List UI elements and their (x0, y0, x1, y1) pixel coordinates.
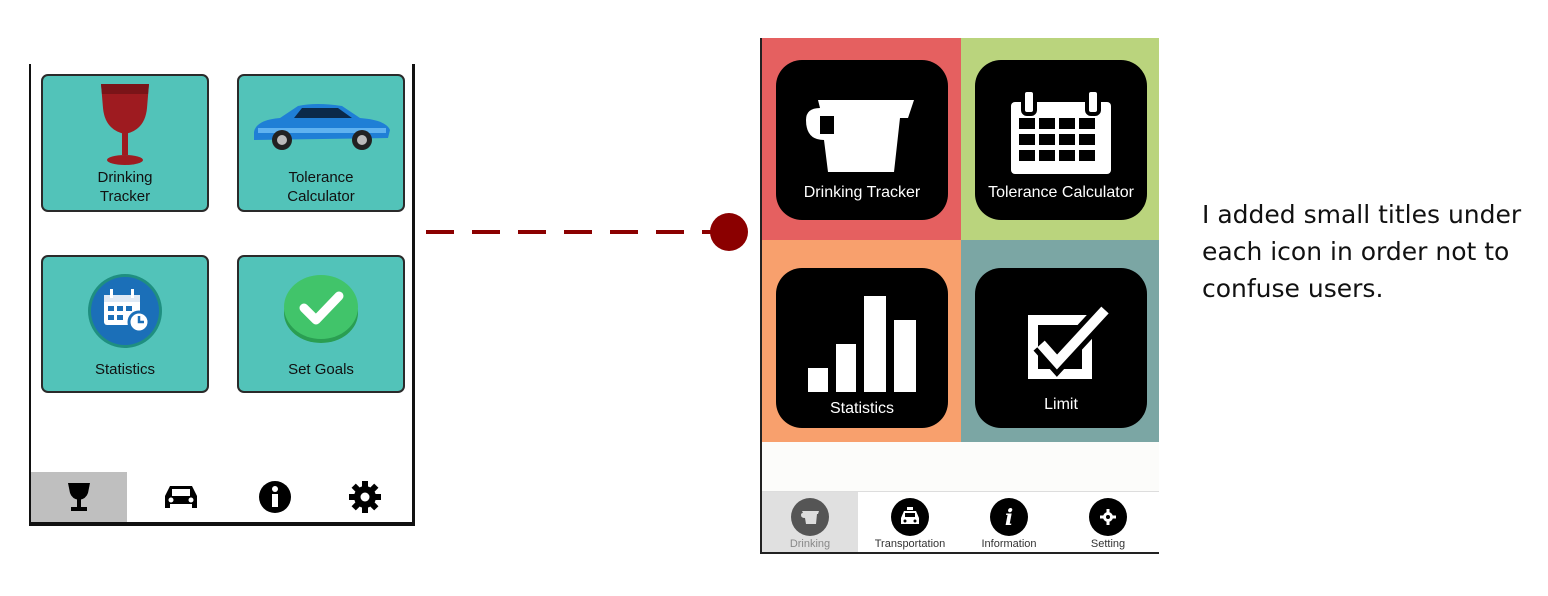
nav-information-button[interactable]: i Information (961, 492, 1057, 552)
info-icon: i (990, 498, 1028, 536)
tile-label: Drinking Tracker (97, 169, 153, 205)
nav-car-button[interactable] (133, 472, 229, 522)
checkmark-icon (239, 271, 403, 350)
calendar-clock-icon (43, 273, 207, 354)
tolerance-calculator-tile[interactable]: Tolerance Calculator (237, 74, 405, 212)
set-goals-tile[interactable]: Set Goals (237, 255, 405, 393)
bottom-nav (31, 472, 412, 522)
bar-chart-icon (808, 296, 916, 392)
nav-info-button[interactable] (227, 472, 323, 522)
nav-drinking-button[interactable]: Drinking (762, 492, 858, 552)
nav-label: Drinking (789, 538, 831, 550)
statistics-cell[interactable]: Statistics (762, 240, 961, 442)
tile-label: Limit (1044, 396, 1078, 413)
tolerance-calculator-cell[interactable]: Tolerance Calculator (961, 38, 1159, 240)
checkbox-icon (1028, 303, 1113, 379)
calendar-icon (1011, 88, 1111, 174)
mug-icon (806, 100, 914, 172)
nav-transportation-button[interactable]: Transportation (862, 492, 958, 552)
gear-icon (1089, 498, 1127, 536)
nav-settings-button[interactable] (317, 472, 413, 522)
tile-label: Statistics (94, 361, 155, 378)
car-icon (165, 486, 197, 508)
nav-setting-button[interactable]: Setting (1060, 492, 1156, 552)
limit-cell[interactable]: Limit (961, 240, 1159, 442)
nav-label: Transportation (874, 538, 946, 550)
statistics-tile[interactable]: Statistics (41, 255, 209, 393)
wine-glass-icon (68, 483, 90, 511)
tile-label: Tolerance Calculator (988, 184, 1134, 201)
nav-drinking-button[interactable] (31, 472, 127, 522)
gear-icon (349, 481, 381, 513)
info-icon (259, 481, 291, 513)
statistics-button[interactable]: Statistics (776, 268, 948, 428)
tile-label: Drinking Tracker (803, 184, 921, 201)
drinking-tracker-button[interactable]: Drinking Tracker (776, 60, 948, 220)
tile-label: Set Goals (288, 361, 354, 378)
limit-button[interactable]: Limit (975, 268, 1147, 428)
nav-label: Setting (1090, 538, 1126, 550)
bottom-nav: Drinking Transportation i Information Se… (762, 491, 1159, 552)
old-design-screen: Drinking Tracker Tolerance Calculator (29, 64, 415, 526)
new-design-screen: Drinking Tracker Tolerance Calculator (760, 38, 1159, 554)
drinking-tracker-tile[interactable]: Drinking Tracker (41, 74, 209, 212)
connector-dot (710, 213, 748, 251)
connector-line (426, 213, 748, 251)
tile-label: Statistics (829, 400, 894, 417)
annotation-note: I added small titles under each icon in … (1202, 200, 1522, 303)
nav-label: Information (981, 538, 1037, 550)
car-icon (239, 98, 403, 161)
taxi-icon (891, 498, 929, 536)
svg-text:i: i (1005, 505, 1013, 531)
wine-glass-icon (43, 82, 207, 173)
tolerance-calculator-button[interactable]: Tolerance Calculator (975, 60, 1147, 220)
mug-icon (791, 498, 829, 536)
tile-label: Tolerance Calculator (287, 169, 355, 205)
drinking-tracker-cell[interactable]: Drinking Tracker (762, 38, 961, 240)
